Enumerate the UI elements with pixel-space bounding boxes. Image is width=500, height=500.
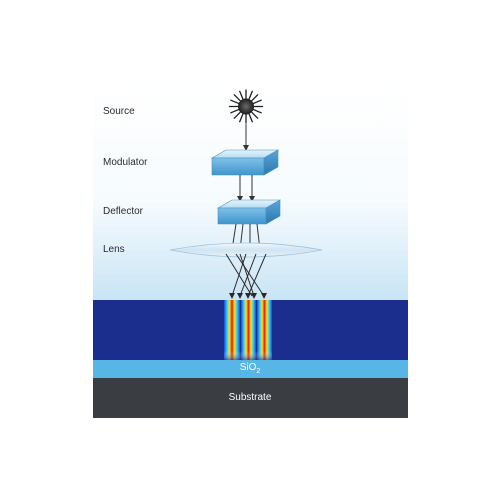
beam-source-to-modulator <box>243 124 249 151</box>
sun-icon <box>228 89 264 124</box>
label-modulator: Modulator <box>103 157 148 168</box>
lens <box>169 242 323 258</box>
oxide-label-subscript: 2 <box>256 368 261 375</box>
stripe-shade <box>224 300 272 360</box>
oxide-label: SiO2 <box>0 362 500 375</box>
oxide-layer <box>93 360 408 378</box>
label-source: Source <box>103 106 135 117</box>
modulator-prism <box>210 149 280 176</box>
focused-beams <box>225 253 267 299</box>
substrate-layer <box>93 378 408 418</box>
oxide-label-main: SiO <box>239 362 257 373</box>
label-deflector: Deflector <box>103 206 144 217</box>
label-lens: Lens <box>103 244 125 255</box>
beam-modulator-to-deflector <box>237 175 255 202</box>
exposure-stripes <box>224 300 272 360</box>
substrate-label: Substrate <box>228 392 272 403</box>
deflector-prism <box>216 199 282 225</box>
